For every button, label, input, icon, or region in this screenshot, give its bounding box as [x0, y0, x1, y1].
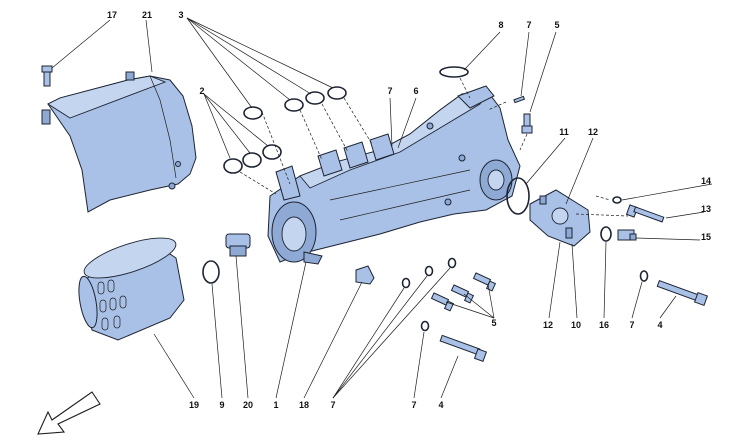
screws-5-lower-parts [430, 272, 497, 312]
bracket-18-part [355, 265, 375, 285]
callout-19: 19 [188, 400, 200, 410]
callout-12-b: 12 [542, 320, 554, 330]
washer-7-right-part [639, 270, 649, 282]
direction-arrow-icon [37, 391, 101, 435]
callout-17: 17 [106, 10, 118, 20]
callout-1: 1 [273, 400, 279, 410]
callout-18: 18 [298, 400, 310, 410]
callout-7-c: 7 [629, 320, 635, 330]
callout-14: 14 [700, 176, 712, 186]
callout-10: 10 [570, 320, 582, 330]
seal-ring-11-part [506, 177, 530, 215]
callout-7-d: 7 [330, 400, 336, 410]
callout-11: 11 [559, 127, 569, 137]
callout-4-b: 4 [438, 400, 444, 410]
seal-ring-8-part [439, 66, 469, 78]
callout-9: 9 [219, 400, 225, 410]
seal-ring-9-part [202, 260, 220, 284]
bolt-13-part [625, 204, 665, 223]
callout-16: 16 [598, 320, 610, 330]
o-rings-2-parts [223, 144, 282, 174]
callout-21: 21 [141, 10, 153, 20]
pump-cover-part [529, 189, 591, 247]
callout-2: 2 [199, 86, 205, 96]
heat-shield-part [41, 71, 197, 213]
bolt-4-lower-part [439, 334, 488, 363]
callout-5-b: 5 [491, 318, 497, 328]
callout-15: 15 [700, 232, 712, 242]
callout-13: 13 [700, 204, 712, 214]
callout-3: 3 [178, 10, 184, 20]
pin-7-top-part [513, 95, 526, 104]
callout-8: 8 [498, 20, 504, 30]
bolt-4-right-part [656, 280, 709, 307]
callout-4-a: 4 [657, 320, 663, 330]
washers-7-lower-parts [401, 257, 457, 332]
callout-12-a: 12 [587, 127, 599, 137]
callout-6: 6 [413, 86, 419, 96]
seal-ring-16-part [600, 226, 612, 242]
callout-7-b: 7 [526, 20, 532, 30]
assembly-guide-lines [239, 77, 629, 217]
callout-5-a: 5 [554, 20, 560, 30]
fitting-15-part [617, 229, 637, 241]
oil-filter-part [78, 237, 185, 341]
oil-pump-body-part [267, 85, 521, 265]
fitting-20-part [225, 233, 251, 257]
washer-14-part [612, 196, 622, 204]
callout-20: 20 [242, 400, 254, 410]
bolt-5-top-part [521, 113, 533, 134]
callout-7-a: 7 [387, 86, 393, 96]
callout-7-e: 7 [411, 400, 417, 410]
bolt-17-part [41, 65, 53, 87]
o-rings-3-parts [243, 86, 347, 120]
callout-leader-lines [51, 17, 713, 399]
